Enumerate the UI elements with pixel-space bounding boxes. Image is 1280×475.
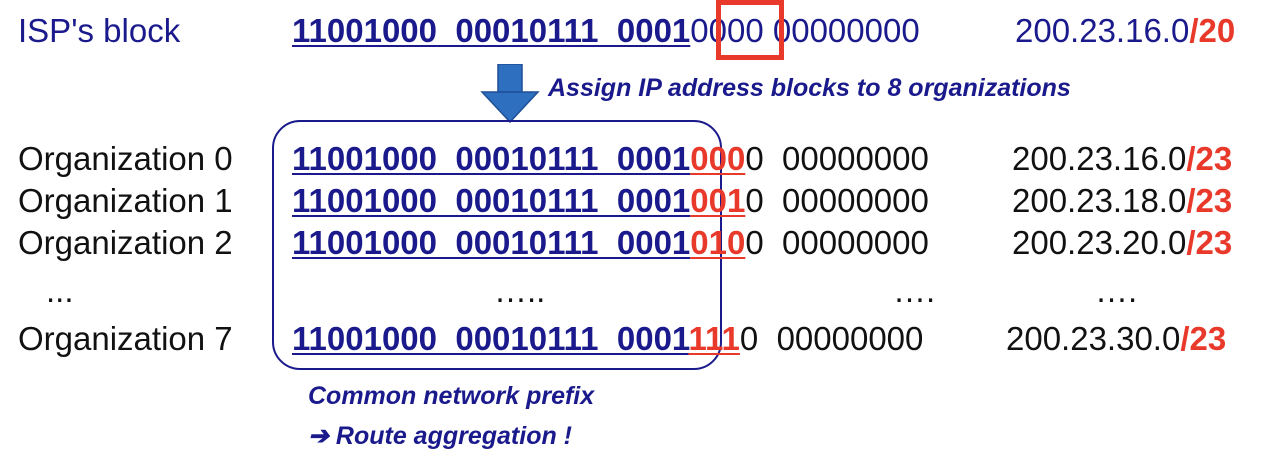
org-0-mask: /23: [1186, 140, 1233, 177]
route-aggregation-note: ➔ Route aggregation !: [308, 422, 573, 450]
org-1-rest-bits: 0 00000000: [745, 182, 929, 219]
org-0-rest-bits: 0 00000000: [745, 140, 929, 177]
common-prefix-note: Common network prefix: [308, 382, 595, 410]
org-2-rest-bits: 0 00000000: [745, 224, 929, 261]
org-0-bits: 11001000 00010111 00010000 00000000: [292, 142, 929, 175]
isp-subnet-bits: 0000: [690, 12, 764, 49]
org-1-address-text: 200.23.18.0: [1012, 182, 1187, 219]
org-0-address: 200.23.16.0/23: [1012, 142, 1232, 175]
org-7-rest-bits: 0 00000000: [739, 320, 924, 357]
isp-prefix-bits-text: 11001000 00010111 0001: [292, 12, 691, 49]
org-7-address: 200.23.30.0/23: [1006, 322, 1226, 355]
common-prefix-box: [272, 120, 722, 370]
org-7-sub-bits: 111: [688, 320, 740, 357]
org-7-mask: /23: [1180, 320, 1227, 357]
org-2-label: Organization 2: [18, 224, 233, 261]
ellipsis-bits: …..: [494, 272, 546, 309]
ellipsis-label: ...: [46, 272, 74, 309]
isp-host-bits: 00000000: [763, 12, 920, 49]
org-2-address: 200.23.20.0/23: [1012, 226, 1232, 259]
isp-address-text: 200.23.16.0: [1015, 12, 1190, 49]
org-7-label: Organization 7: [18, 320, 233, 357]
isp-block-label: ISP's block: [18, 12, 181, 49]
org-7-address-text: 200.23.30.0: [1006, 320, 1181, 357]
isp-subnet-highlight-box: [716, 0, 784, 60]
org-1-label: Organization 1: [18, 182, 233, 219]
org-1-address: 200.23.18.0/23: [1012, 184, 1232, 217]
org-0-address-text: 200.23.16.0: [1012, 140, 1187, 177]
org-2-mask: /23: [1186, 224, 1233, 261]
org-2-sub-bits: 010: [690, 224, 746, 261]
org-1-sub-bits: 001: [690, 182, 746, 219]
ellipsis-address: ….: [1095, 272, 1138, 309]
org-2-address-text: 200.23.20.0: [1012, 224, 1187, 261]
org-0-prefix-bits: 11001000 00010111 0001: [292, 140, 691, 177]
org-7-prefix-bits: 11001000 00010111 0001: [292, 320, 689, 357]
org-0-label: Organization 0: [18, 140, 233, 177]
org-2-bits: 11001000 00010111 00010100 00000000: [292, 226, 929, 259]
org-1-bits: 11001000 00010111 00010010 00000000: [292, 184, 929, 217]
isp-address: 200.23.16.0/20: [1015, 14, 1235, 47]
isp-mask: /20: [1189, 12, 1236, 49]
org-1-mask: /23: [1186, 182, 1233, 219]
assign-note: Assign IP address blocks to 8 organizati…: [548, 74, 1071, 102]
org-1-prefix-bits: 11001000 00010111 0001: [292, 182, 691, 219]
down-arrow-icon: [480, 64, 540, 124]
org-0-sub-bits: 000: [690, 140, 746, 177]
isp-prefix-bits: 11001000 00010111 00010000 00000000: [292, 14, 920, 47]
ellipsis-host: ….: [893, 272, 936, 309]
org-2-prefix-bits: 11001000 00010111 0001: [292, 224, 691, 261]
org-7-bits: 11001000 00010111 00011110 00000000: [292, 322, 923, 355]
